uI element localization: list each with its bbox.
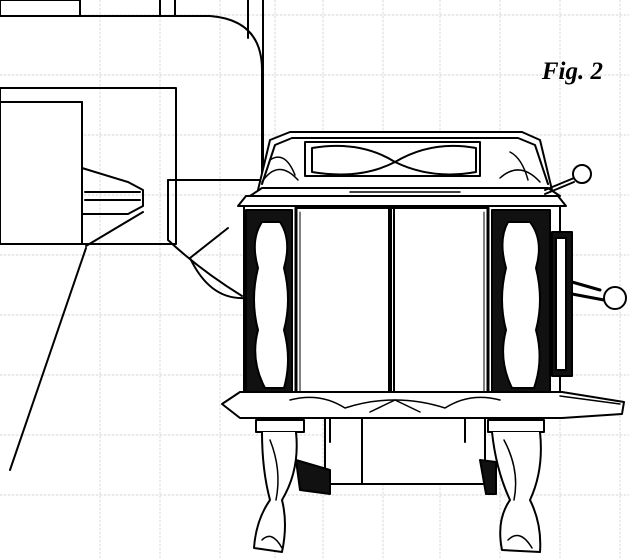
stove-pipe: [167, 179, 263, 300]
fireplace-hood: [0, 0, 264, 471]
side-handle: [570, 280, 627, 310]
top-handle: [544, 164, 592, 195]
stove-leg-right: [479, 419, 545, 553]
stove-base: [221, 391, 625, 485]
stove-top: [237, 131, 567, 207]
figure-label: Fig. 2: [541, 58, 603, 85]
stove-leg-left: [253, 419, 331, 553]
stove-body: [243, 205, 573, 400]
